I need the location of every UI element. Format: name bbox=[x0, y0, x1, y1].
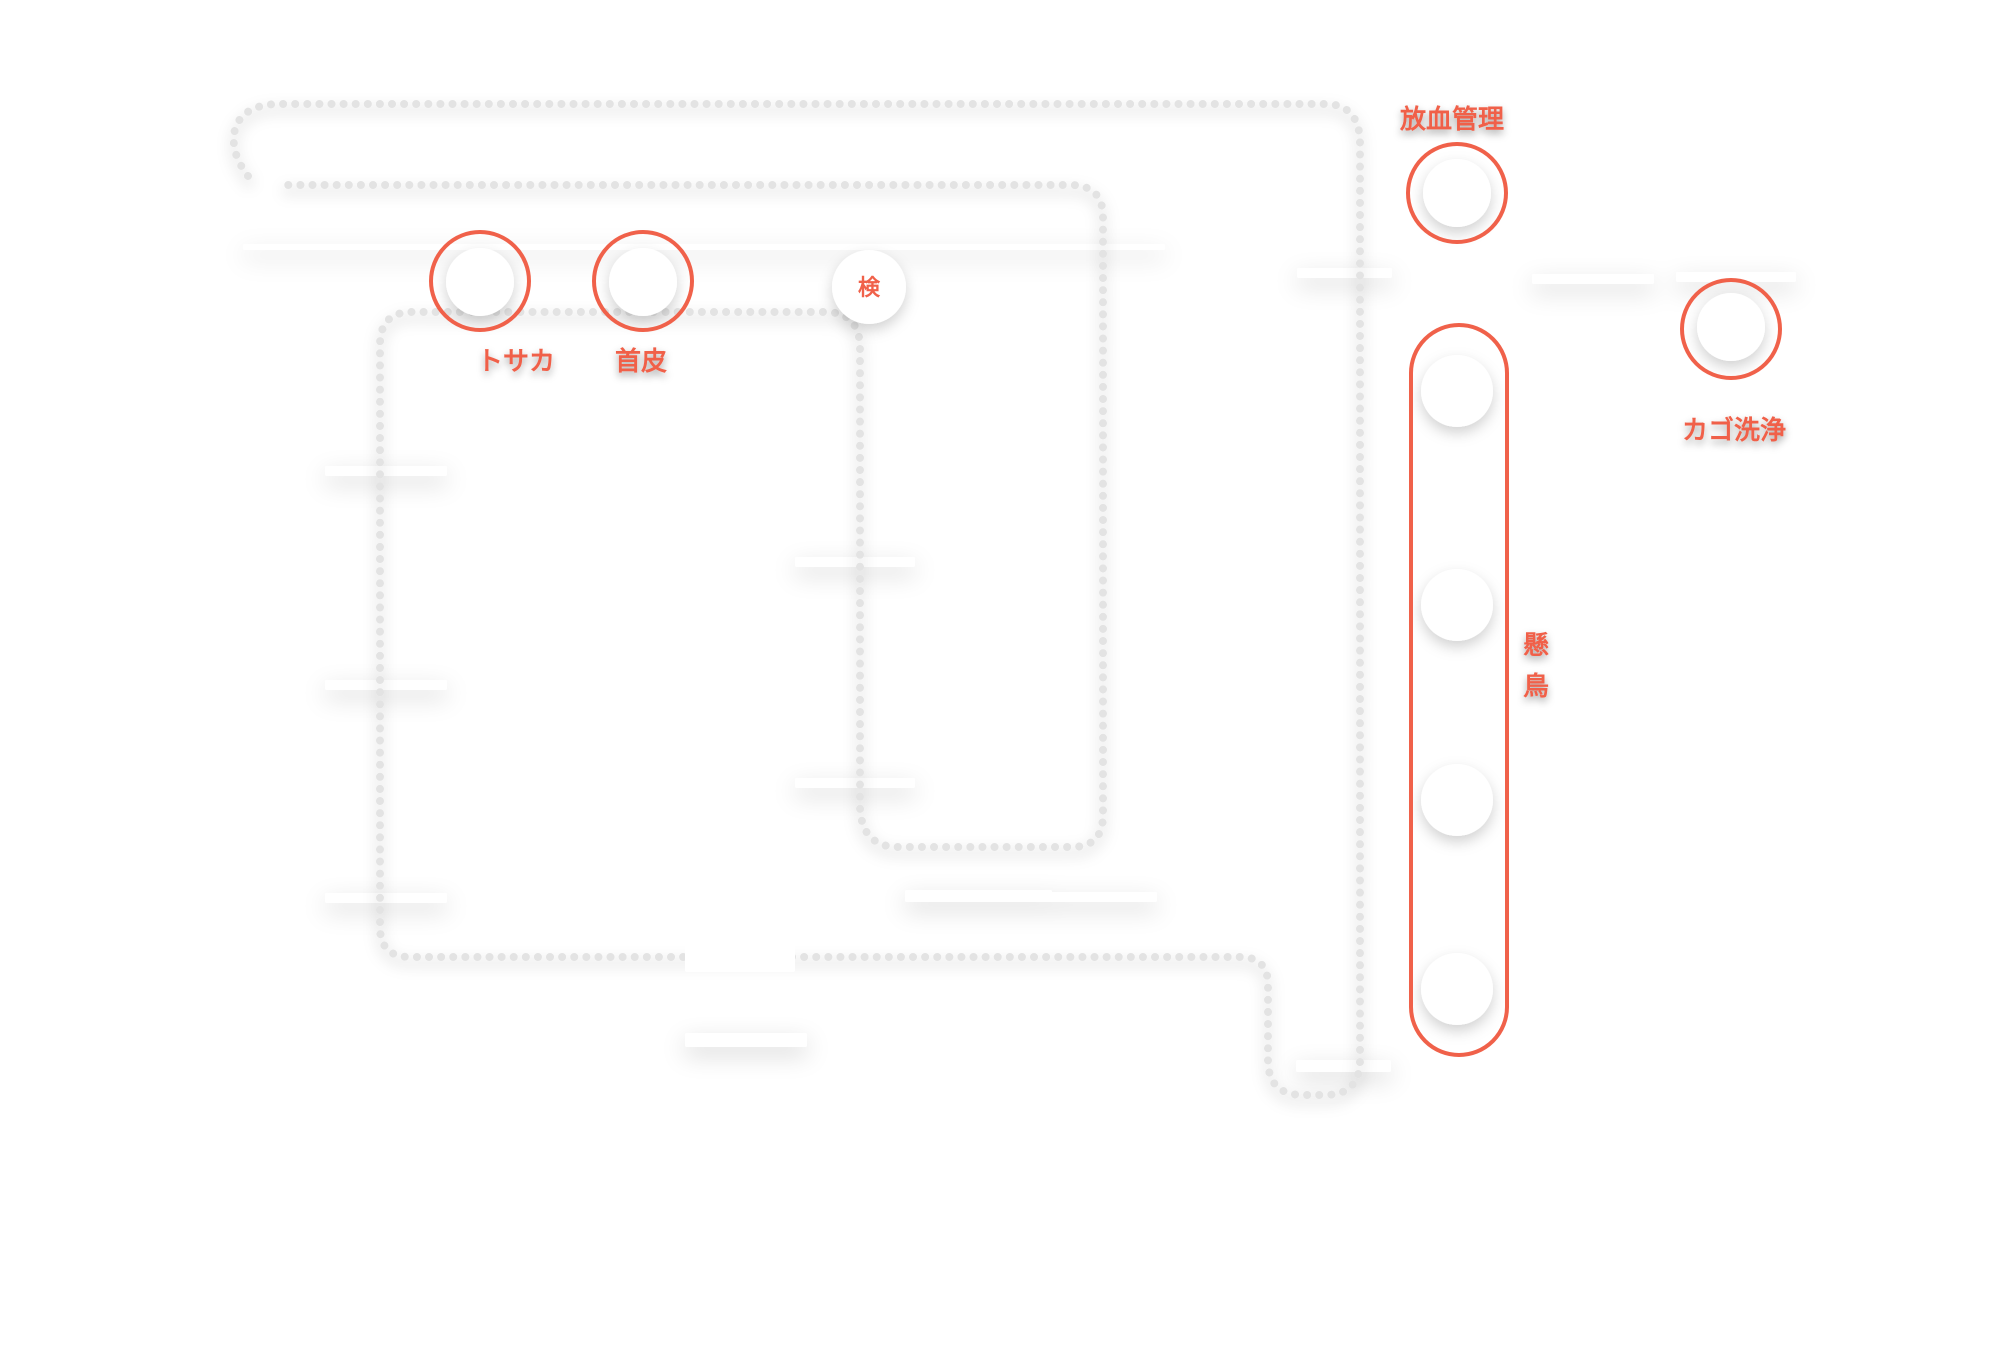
station-2-ghost-disc bbox=[1421, 764, 1493, 836]
station-3-number: 3 bbox=[1448, 591, 1466, 621]
station-inspection[interactable]: 検 bbox=[832, 250, 906, 324]
platform-mid-2 bbox=[795, 778, 915, 788]
station-8-highlight-ring bbox=[429, 230, 531, 332]
station-8-number: 8 bbox=[471, 268, 489, 298]
station-6-ghost-disc bbox=[1697, 293, 1765, 361]
station-7-neck-skin[interactable]: 7 bbox=[592, 230, 694, 332]
platform-mid-1 bbox=[795, 557, 915, 567]
station-7-ghost-disc bbox=[609, 248, 677, 316]
platform-bottom-center bbox=[685, 1033, 807, 1047]
station-6-highlight-ring bbox=[1680, 278, 1782, 380]
platform-left-2 bbox=[325, 680, 447, 690]
chest-block bbox=[685, 942, 795, 972]
inspection-disc bbox=[832, 250, 906, 324]
station-8-ghost-disc bbox=[446, 248, 514, 316]
station-3-ghost-disc bbox=[1421, 569, 1493, 641]
platform-bars bbox=[243, 244, 1796, 1072]
station-6-cage-washing[interactable]: 6 bbox=[1680, 278, 1782, 380]
station-5-label: 放血管理 bbox=[1399, 104, 1504, 135]
station-6-number: 6 bbox=[1722, 313, 1740, 343]
station-7-label: 首皮 bbox=[615, 346, 667, 377]
platform-left-1 bbox=[325, 466, 447, 476]
station-5-ghost-disc bbox=[1423, 159, 1491, 227]
platform-lower-right-2 bbox=[1050, 892, 1157, 902]
station-4-number: 4 bbox=[1448, 377, 1466, 407]
hanging-highlight-capsule bbox=[1409, 323, 1509, 1057]
station-1-number: 1 bbox=[1448, 975, 1466, 1005]
station-7-number: 7 bbox=[634, 268, 652, 298]
platform-top-right-2 bbox=[1532, 274, 1654, 284]
platform-top-right-1 bbox=[1297, 268, 1392, 278]
station-6-label: カゴ洗浄 bbox=[1682, 415, 1786, 446]
platform-left-3 bbox=[325, 893, 447, 903]
hanging-label-top: 懸 bbox=[1523, 631, 1549, 661]
station-5-bleeding-control[interactable]: 5 bbox=[1406, 142, 1508, 244]
platform-lower-right-1 bbox=[905, 890, 1052, 902]
station-chest[interactable]: 胸 bbox=[685, 942, 795, 972]
station-2-number: 2 bbox=[1448, 786, 1466, 816]
platform-top-right-3 bbox=[1676, 272, 1796, 282]
station-1-ghost-disc bbox=[1421, 953, 1493, 1025]
station-8-comb[interactable]: 8 bbox=[429, 230, 531, 332]
platform-top-long bbox=[243, 244, 1165, 250]
hanging-label-bottom: 鳥 bbox=[1523, 672, 1549, 702]
chest-label: 胸 bbox=[732, 946, 752, 970]
station-4-ghost-disc bbox=[1421, 355, 1493, 427]
hanging-stations-group[interactable]: 4 3 2 1 bbox=[1409, 323, 1509, 1057]
conveyor-lines bbox=[229, 100, 1364, 1099]
station-7-highlight-ring bbox=[592, 230, 694, 332]
station-5-highlight-ring bbox=[1406, 142, 1508, 244]
station-5-number: 5 bbox=[1448, 179, 1466, 209]
platform-bottom-right bbox=[1296, 1060, 1391, 1072]
station-8-label: トサカ bbox=[477, 347, 555, 377]
inspection-label: 検 bbox=[858, 276, 881, 301]
conveyor-outer bbox=[229, 100, 1364, 1099]
